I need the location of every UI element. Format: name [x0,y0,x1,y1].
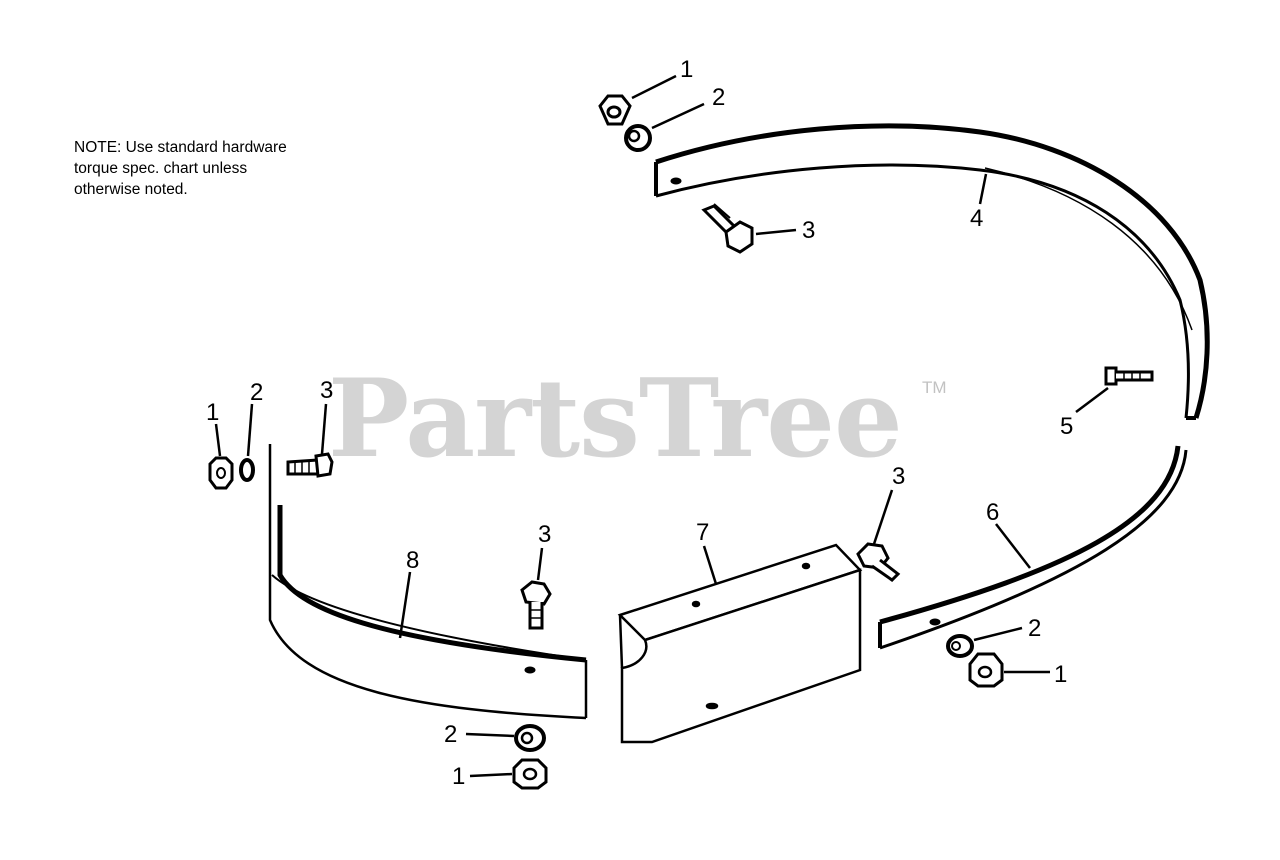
callout-8-left-shield: 8 [406,547,419,574]
upper-hex-nut-icon [598,94,632,126]
part-5-bolt-icon [1104,366,1154,386]
partstree-watermark: PartsTree [328,356,903,482]
right-bolt-icon [856,542,901,582]
callout-6-right-strip: 6 [986,499,999,526]
middle-bolt-icon [520,580,552,630]
callout-numbers: 1 2 3 4 5 1 2 3 8 3 7 3 6 2 1 2 1 [206,56,1073,790]
callout-1-bottom-nut: 1 [452,763,465,790]
part-6-lower-right-strip [878,445,1188,650]
callout-2-bottom-washer: 2 [444,721,457,748]
right-hex-nut-icon [968,652,1004,688]
callout-1-right-nut: 1 [1054,661,1067,688]
callout-5-bolt: 5 [1060,413,1073,440]
note-line-1: NOTE: Use standard hardware [74,139,287,156]
part-8-lower-left-shield [268,444,588,720]
callout-3-middle-bolt: 3 [538,521,551,548]
callout-1-left-nut: 1 [206,399,219,426]
callout-2-upper-washer: 2 [712,84,725,111]
note-line-3: otherwise noted. [74,181,188,198]
callout-2-right-washer: 2 [1028,615,1041,642]
left-bolt-icon [286,452,334,478]
torque-note: NOTE: Use standard hardware torque spec.… [74,137,394,200]
callout-4-upper-arc: 4 [970,205,983,232]
part-7-center-bracket [617,543,863,744]
bottom-washer-icon [514,724,546,752]
right-washer-icon [946,634,974,658]
callout-3-right-bolt: 3 [892,463,905,490]
upper-washer-icon [624,124,652,152]
callout-3-upper-bolt: 3 [802,217,815,244]
leader-lines [214,74,1109,778]
callout-7-bracket: 7 [696,519,709,546]
left-hex-nut-icon [208,456,234,490]
note-line-2: torque spec. chart unless [74,160,248,177]
trademark-symbol: TM [922,378,947,397]
part-4-upper-arc-strip [654,123,1210,420]
callout-3-left-bolt: 3 [320,377,333,404]
left-washer-icon [239,458,255,482]
callout-2-left-washer: 2 [250,379,263,406]
upper-bolt-icon [701,203,754,254]
callout-1-upper-nut: 1 [680,56,693,83]
bottom-hex-nut-icon [512,758,548,790]
